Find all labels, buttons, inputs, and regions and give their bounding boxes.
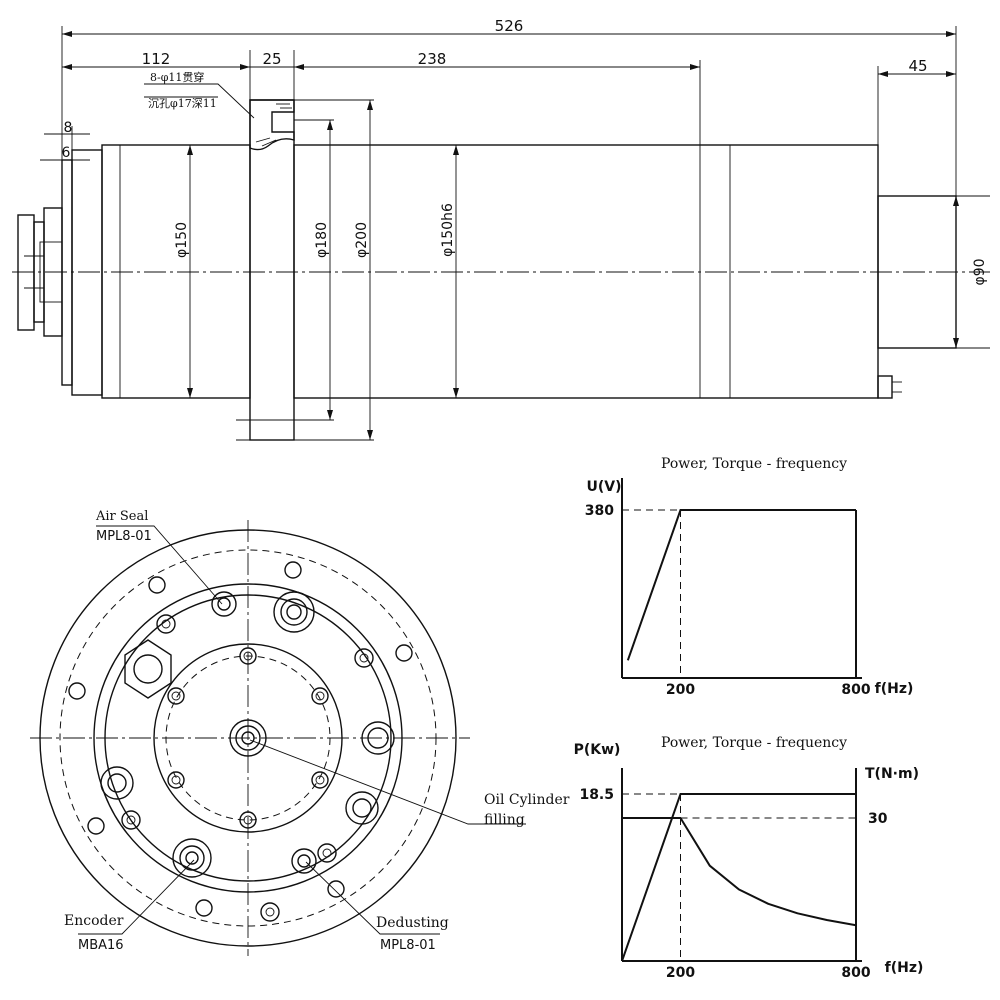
dim-dia-150h6: φ150h6: [440, 203, 456, 257]
cap-screw-inner: [315, 775, 325, 785]
chart2-y2label: T(N·m): [865, 766, 919, 782]
dim-front-length: 112: [142, 50, 171, 68]
cap-screw-inner: [315, 691, 325, 701]
mount-hole-inner: [359, 653, 369, 663]
front-plate: [61, 159, 73, 386]
flange-hole: [68, 682, 86, 700]
air-seal-port: [211, 591, 237, 617]
cap-screw-inner: [171, 775, 181, 785]
dim-body-length: 238: [418, 50, 447, 68]
mount-hole-inner: [161, 619, 171, 629]
chart1-voltage-line: [626, 509, 856, 661]
cap-screw-inner: [243, 651, 253, 661]
chart2-torque-line: [622, 817, 857, 927]
encoder-label: Encoder: [64, 913, 124, 929]
dim-dia-180: φ180: [314, 222, 330, 258]
dim-overall-length: 526: [495, 17, 524, 35]
mount-hole: [317, 843, 337, 863]
flange-hole: [395, 644, 413, 662]
dedusting-label: Dedusting: [376, 915, 449, 931]
mount-hole: [156, 614, 176, 634]
hex-fitting: [124, 639, 172, 699]
chart2-ylabel: P(Kw): [574, 742, 621, 758]
mount-hole: [121, 810, 141, 830]
flange-hole: [327, 880, 345, 898]
encoder-code: MBA16: [78, 938, 124, 953]
air-seal-code: MPL8-01: [96, 529, 152, 544]
collet-nut: [17, 214, 35, 331]
cap-screw-hole: [167, 771, 185, 789]
flange-hole: [284, 561, 302, 579]
dedusting-port: [291, 848, 317, 874]
cap-screw-hole: [239, 647, 257, 665]
dim-nose-6: 6: [62, 145, 71, 161]
cap-screw-hole: [167, 687, 185, 705]
chart2-xtick: 200: [666, 965, 695, 981]
dim-dia-150: φ150: [174, 222, 190, 258]
power-torque-frequency-chart: Power, Torque - frequency P(Kw) T(N·m) f…: [574, 735, 924, 981]
chart1-xtick: 800: [841, 682, 870, 698]
front-bearing-cap: [71, 149, 103, 396]
hole-note-line1: 8-φ11贯穿: [150, 70, 204, 84]
chart1-ylabel: U(V): [587, 479, 622, 495]
chart2-ytick: 18.5: [579, 787, 614, 803]
mount-hole-inner: [126, 815, 136, 825]
chart1-xtick: 200: [666, 682, 695, 698]
oil-cylinder-port: [229, 719, 267, 757]
spindle-front-view: [30, 520, 526, 956]
chart2-xlabel: f(Hz): [885, 960, 924, 976]
chart2-xtick: 800: [841, 965, 870, 981]
front-view-labels: Air Seal MPL8-01 Oil Cylinder filling En…: [64, 509, 570, 953]
mount-hole-inner: [265, 907, 275, 917]
dim-rear-length: 45: [908, 57, 927, 75]
encoder-port: [172, 838, 212, 878]
cap-screw-hole: [311, 687, 329, 705]
lower-right-fitting: [345, 791, 379, 825]
flange-hole: [195, 899, 213, 917]
voltage-frequency-chart: Power, Torque - frequency U(V) f(Hz) 380…: [585, 456, 914, 698]
flange-holes: [68, 561, 413, 922]
mount-hole-inner: [322, 848, 332, 858]
left-fitting: [100, 766, 134, 800]
chart1-title: Power, Torque - frequency: [661, 456, 847, 472]
cap-screw-hole: [311, 771, 329, 789]
dedusting-code: MPL8-01: [380, 938, 436, 953]
flange-hole: [87, 817, 105, 835]
mount-hole: [260, 902, 280, 922]
motor-housing: [293, 144, 879, 399]
chart2-y2tick: 30: [868, 811, 888, 827]
chart1-xlabel: f(Hz): [875, 681, 914, 697]
dim-dia-90: φ90: [972, 258, 988, 285]
bearing-cap-holes: [167, 647, 329, 829]
chart2-title: Power, Torque - frequency: [661, 735, 847, 751]
air-seal-label: Air Seal: [95, 509, 148, 524]
chart1-ytick: 380: [585, 503, 614, 519]
right-fitting: [361, 721, 395, 755]
spindle-side-view: [12, 99, 990, 441]
oil-cylinder-label: Oil Cylinder: [484, 792, 570, 808]
oil-filling-label: filling: [484, 812, 525, 828]
chart2-power-line: [621, 793, 856, 962]
cap-screw-inner: [171, 691, 181, 701]
mounting-flange: [249, 99, 295, 441]
dim-dia-200: φ200: [354, 222, 370, 258]
rear-fitting: [877, 375, 893, 399]
mount-hole: [354, 648, 374, 668]
side-view-dimensions: [40, 26, 990, 441]
top-fitting: [273, 591, 315, 633]
hole-note-line2: 沉孔φ17深11: [148, 97, 217, 110]
cap-screw-hole: [239, 811, 257, 829]
dim-nose-8: 8: [64, 120, 73, 136]
flange-hole: [148, 576, 166, 594]
front-housing: [101, 144, 251, 399]
cap-screw-inner: [243, 815, 253, 825]
counterbore-hole: [249, 99, 295, 151]
dim-flange-width: 25: [262, 50, 281, 68]
side-view-labels: 526 112 25 238 45 8 6 8-φ11贯穿 沉孔φ17深11 φ…: [62, 17, 988, 286]
